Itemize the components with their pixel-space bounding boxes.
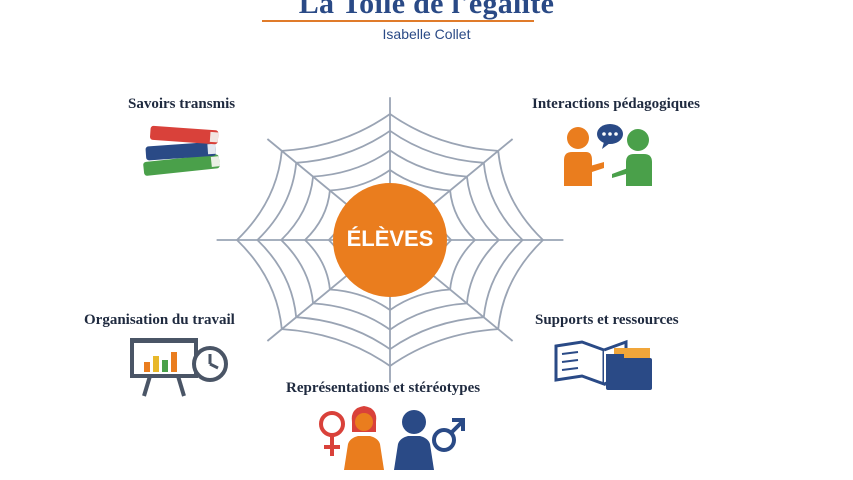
web-ring — [303, 168, 477, 312]
web-ring — [279, 149, 501, 331]
gender-symbols-icon — [319, 406, 465, 470]
author-name: Isabelle Collet — [382, 26, 471, 42]
page-title: La Toile de l'égalité — [298, 0, 555, 20]
web-ring — [256, 129, 524, 351]
label-supports-et-ressources: Supports et ressources — [535, 312, 679, 328]
presentation-board-clock-icon — [130, 338, 228, 397]
label-representations-et-stereotypes: Représentations et stéréotypes — [286, 380, 481, 396]
label-organisation-du-travail: Organisation du travail — [84, 312, 235, 328]
title-underline — [262, 20, 534, 22]
label-savoirs-transmis: Savoirs transmis — [128, 96, 236, 112]
web-ring — [235, 112, 545, 368]
book-and-folder-icon — [554, 339, 652, 390]
label-interactions-pedagogiques: Interactions pédagogiques — [532, 96, 700, 112]
conversation-icon — [564, 124, 652, 186]
books-icon — [143, 125, 220, 176]
center-label: ÉLÈVES — [346, 226, 434, 251]
